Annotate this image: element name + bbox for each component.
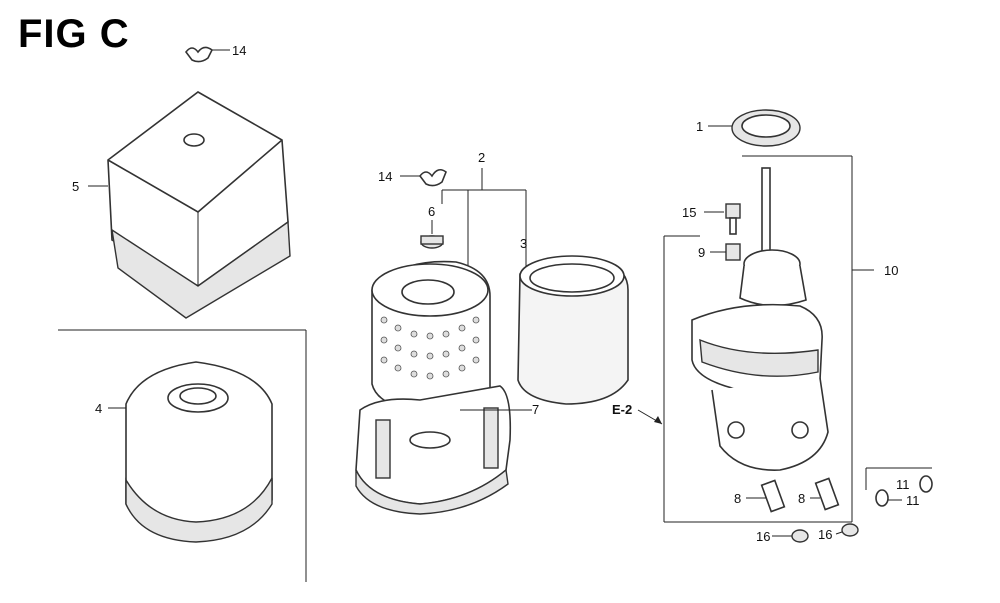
section-divider [58, 329, 307, 582]
nut-right [835, 523, 859, 537]
elbow-bracket [663, 155, 874, 523]
callout-16-right: 16 [818, 527, 832, 542]
tube-pin-left [746, 479, 786, 513]
callout-16-left: 16 [756, 529, 770, 544]
callout-14-middle: 14 [378, 169, 392, 184]
nut-left [772, 529, 809, 543]
air-cleaner-cover [88, 91, 291, 319]
flange-bolt [704, 203, 741, 235]
paper-element [371, 260, 491, 413]
callout-7: 7 [532, 402, 539, 417]
collar [710, 243, 741, 261]
element-bracket [441, 168, 527, 270]
wing-nut-middle [400, 168, 447, 187]
grommet [420, 220, 444, 249]
callout-6: 6 [428, 204, 435, 219]
sealing-ring [708, 109, 801, 147]
callout-1: 1 [696, 119, 703, 134]
air-cleaner-elbow [691, 249, 829, 471]
callout-e2-reference: E-2 [612, 402, 632, 417]
callout-9: 9 [698, 245, 705, 260]
callout-8-left: 8 [734, 491, 741, 506]
callout-11-bottom: 11 [906, 493, 920, 508]
callout-3: 3 [520, 236, 527, 251]
callout-11-top: 11 [896, 477, 910, 492]
air-cleaner-cover-alt [108, 361, 273, 543]
tube-pin-right [810, 477, 840, 511]
callout-15: 15 [682, 205, 696, 220]
reference-arrow [637, 409, 663, 425]
callout-2: 2 [478, 150, 485, 165]
wing-nut-top [184, 46, 230, 63]
figure-title: FIG C [18, 12, 130, 56]
air-cleaner-base [355, 385, 532, 515]
callout-8-right: 8 [798, 491, 805, 506]
clip-group [865, 467, 933, 507]
callout-14-top: 14 [232, 43, 246, 58]
callout-10: 10 [884, 263, 898, 278]
callout-4: 4 [95, 401, 102, 416]
outer-foam-element [517, 255, 629, 405]
callout-5: 5 [72, 179, 79, 194]
